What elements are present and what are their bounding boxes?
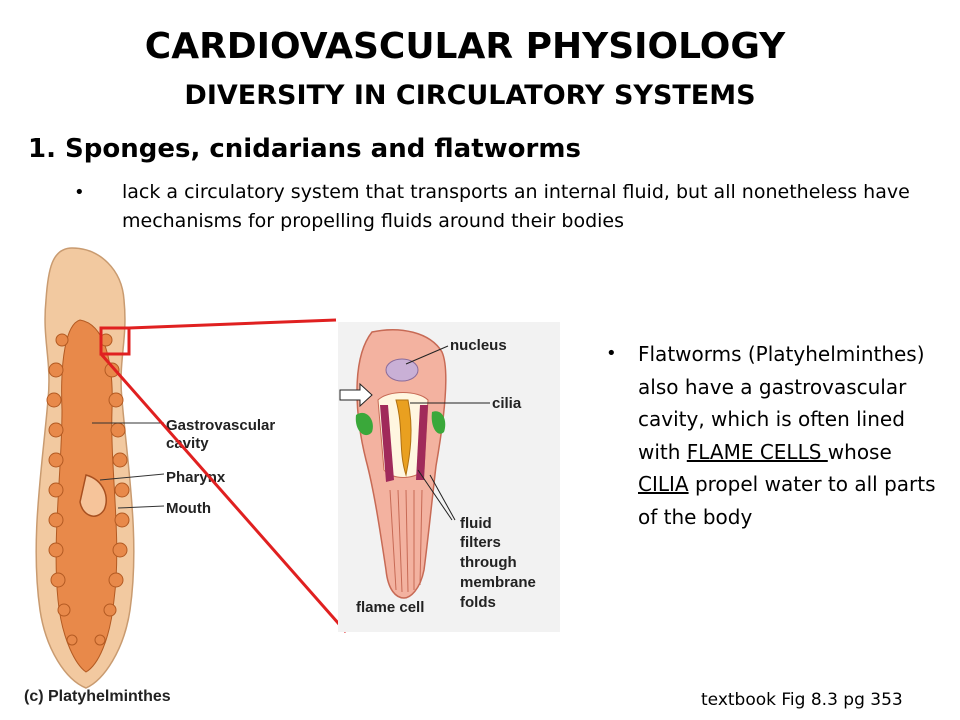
zoom-line-bottom (99, 353, 348, 633)
cilia-term: CILIA (638, 472, 689, 496)
slide-subtitle: DIVERSITY IN CIRCULATORY SYSTEMS (184, 80, 756, 111)
tube-stripes (389, 489, 423, 593)
cilia-band-left (380, 405, 394, 482)
label-gastrovascular: Gastrovascular (166, 417, 275, 434)
leader-fluid-1 (417, 469, 453, 521)
green-cell-right (431, 411, 446, 434)
flatworms-text-part2: whose (827, 439, 892, 464)
nucleus-shape (385, 358, 419, 382)
leader-nucleus (405, 345, 449, 365)
panel-label: (c) Platyhelminthes (24, 688, 171, 705)
bullet-dot-2: • (606, 343, 617, 364)
cilia-band-right (416, 405, 428, 480)
label-fluid-line4: membrane (460, 574, 536, 591)
flatworms-text-part3: propel water to all parts of the body (638, 472, 936, 529)
label-cilia: cilia (492, 395, 522, 412)
cilia-tuft (395, 399, 412, 477)
label-mouth: Mouth (166, 500, 211, 517)
label-fluid-line2: filters (460, 534, 501, 551)
flatworm-figure: Gastrovascular cavity Pharynx Mouth nucl… (35, 247, 560, 689)
label-pharynx: Pharynx (166, 469, 226, 486)
bullet-text: lack a circulatory system that transport… (122, 181, 910, 232)
flatworms-text-part1: Flatworms (Platyhelminthes) also have a … (638, 342, 925, 464)
figure-caption: textbook Fig 8.3 pg 353 (701, 690, 903, 710)
section-heading: 1. Sponges, cnidarians and flatworms (28, 134, 581, 164)
flame-cells-term: FLAME CELLS (686, 439, 828, 464)
label-nucleus: nucleus (450, 337, 507, 354)
flow-arrow-icon (339, 382, 373, 408)
label-flame-cell: flame cell (356, 599, 424, 616)
green-cell-left (355, 412, 373, 436)
highlight-box (99, 326, 131, 356)
label-fluid-line3: through (460, 554, 517, 571)
leader-fluid-2 (429, 474, 456, 521)
leader-pharynx (99, 473, 165, 481)
pharynx-shape (79, 474, 107, 517)
bullet-dot: • (74, 182, 85, 203)
slide-title: CARDIOVASCULAR PHYSIOLOGY (144, 26, 786, 67)
zoom-line-top (128, 318, 337, 330)
label-fluid-line5: folds (460, 594, 496, 611)
leader-mouth (117, 505, 165, 509)
label-cavity: cavity (166, 435, 209, 452)
bullet-flatworms-text: Flatworms (Platyhelminthes) also have a … (638, 338, 948, 533)
label-fluid-line1: fluid (460, 515, 492, 532)
gut-branches (46, 333, 130, 646)
